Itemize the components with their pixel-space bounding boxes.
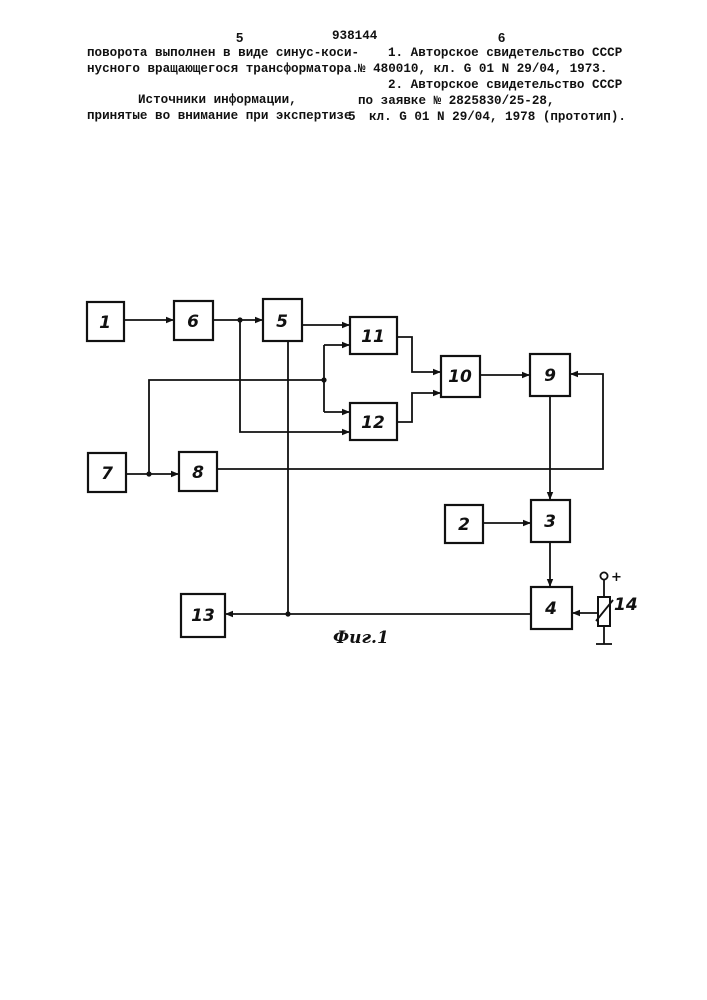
junction-dot xyxy=(285,611,290,616)
line-11-to-10 xyxy=(397,337,441,372)
block-9: 9 xyxy=(530,354,570,396)
block-7: 7 xyxy=(88,453,126,492)
block-6-label: 6 xyxy=(187,312,199,332)
block-13-label: 13 xyxy=(191,606,215,626)
block-8: 8 xyxy=(179,452,217,491)
junction-dot xyxy=(146,471,151,476)
block-6: 6 xyxy=(174,301,213,340)
block-1-label: 1 xyxy=(99,313,111,333)
block-3-label: 3 xyxy=(544,512,556,532)
block-4: 4 xyxy=(531,587,572,629)
block-10: 10 xyxy=(441,356,480,397)
line-12-to-10 xyxy=(397,393,441,422)
supply-plus-label: + xyxy=(611,570,622,585)
junction-dot xyxy=(321,377,326,382)
block-5-label: 5 xyxy=(276,312,288,332)
block-4-label: 4 xyxy=(544,599,557,619)
block-11: 11 xyxy=(350,317,397,354)
junction-dots xyxy=(146,317,326,616)
block-3: 3 xyxy=(531,500,570,542)
resistor-14-label: 14 xyxy=(614,595,638,615)
line-7-up xyxy=(149,380,324,474)
block-12-label: 12 xyxy=(361,413,385,433)
block-7-label: 7 xyxy=(101,464,113,484)
block-11-label: 11 xyxy=(361,327,385,347)
block-1: 1 xyxy=(87,302,124,341)
resistor-14: + 14 xyxy=(596,570,638,626)
block-2-label: 2 xyxy=(458,515,470,535)
supply-terminal xyxy=(600,572,607,579)
block-10-label: 10 xyxy=(448,367,472,387)
block-12: 12 xyxy=(350,403,397,440)
block-13: 13 xyxy=(181,594,225,637)
block-8-label: 8 xyxy=(192,463,204,483)
block-9-label: 9 xyxy=(544,366,556,386)
junction-dot xyxy=(237,317,242,322)
figure-caption: Фиг.1 xyxy=(333,628,389,648)
block-5: 5 xyxy=(263,299,302,341)
block-2: 2 xyxy=(445,505,483,543)
